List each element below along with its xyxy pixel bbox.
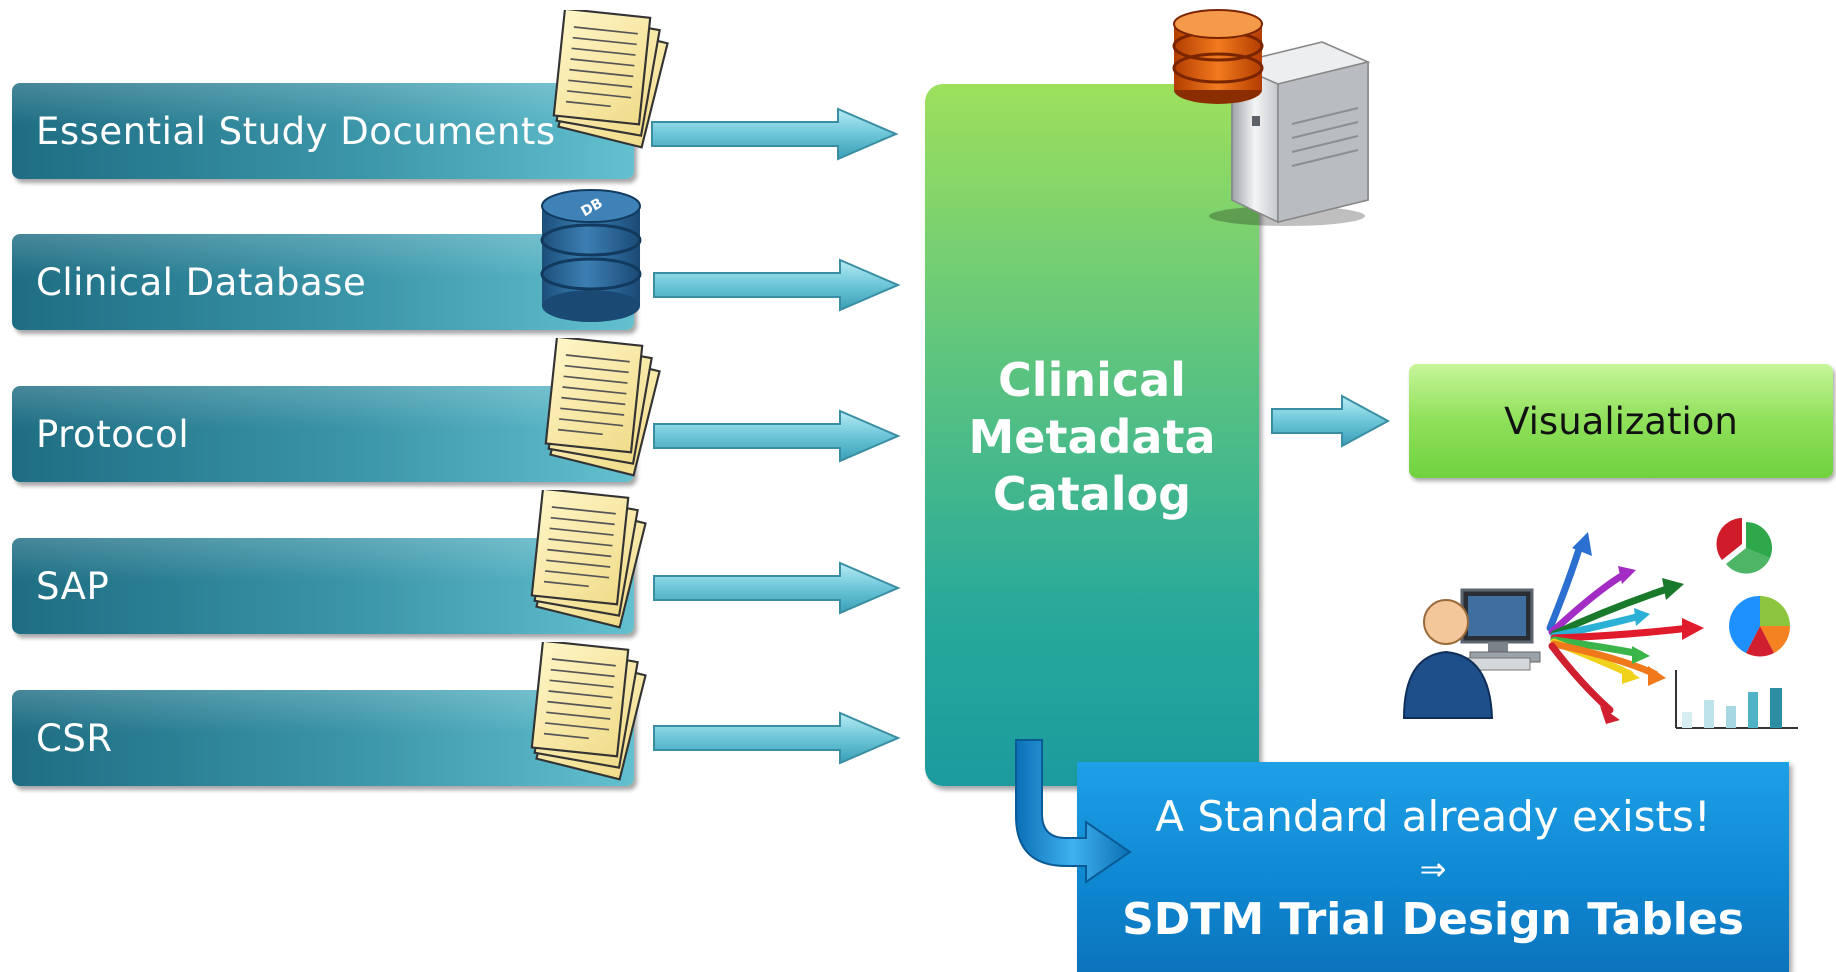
catalog-title-line: Catalog: [992, 467, 1192, 521]
source-essential-study-documents: Essential Study Documents: [12, 83, 634, 179]
source-label: Protocol: [36, 412, 190, 456]
implies-arrow-icon: ⇒: [1419, 850, 1447, 888]
clinical-metadata-catalog: [925, 84, 1259, 786]
curved-arrow-icon: [1015, 739, 1132, 884]
arrow-right-icon: [651, 107, 899, 161]
user-computer-charts-icon: [1402, 518, 1798, 729]
source-label: Essential Study Documents: [36, 109, 556, 153]
standard-line-3: SDTM Trial Design Tables: [1122, 894, 1744, 945]
document-stack-icon: [530, 490, 647, 629]
arrow-right-icon: [653, 711, 901, 765]
source-sap: SAP: [12, 538, 634, 634]
document-stack-icon: [530, 642, 647, 781]
source-protocol: Protocol: [12, 386, 634, 482]
visualization-label: Visualization: [1504, 399, 1738, 443]
source-label: CSR: [36, 716, 113, 760]
arrow-right-icon: [1271, 394, 1391, 448]
catalog-title-line: Metadata: [968, 410, 1216, 464]
arrow-right-icon: [653, 258, 901, 312]
source-label: Clinical Database: [36, 260, 367, 304]
source-clinical-database: Clinical Database: [12, 234, 634, 330]
document-stack-icon: [544, 338, 661, 477]
standard-line-1: A Standard already exists!: [1155, 792, 1711, 841]
arrow-right-icon: [653, 561, 901, 615]
server-icon: [1172, 9, 1371, 226]
catalog-title-line: Clinical: [998, 353, 1186, 407]
catalog-title: Clinical Metadata Catalog: [925, 352, 1259, 523]
visualization-box: Visualization: [1409, 364, 1833, 478]
standard-box: A Standard already exists! ⇒ SDTM Trial …: [1077, 762, 1789, 972]
database-icon: DB: [540, 189, 642, 322]
arrow-right-icon: [653, 409, 901, 463]
source-label: SAP: [36, 564, 110, 608]
source-csr: CSR: [12, 690, 634, 786]
